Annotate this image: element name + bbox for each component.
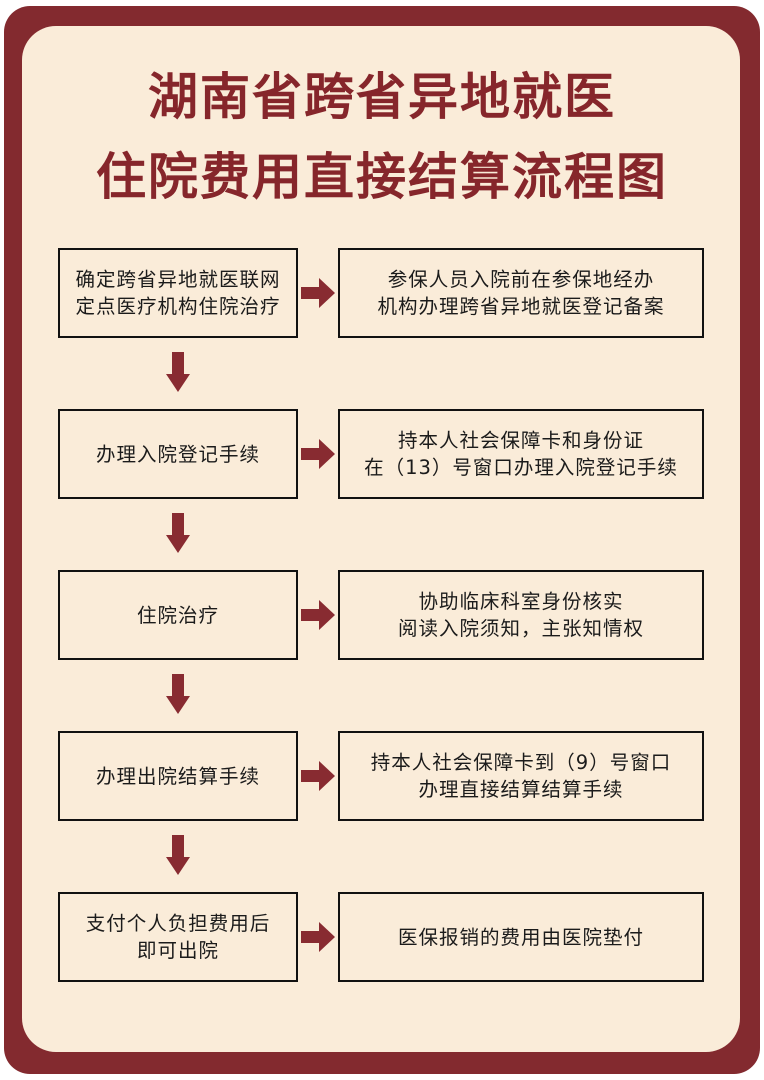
right-arrow-5 <box>301 922 335 952</box>
title-line-1: 湖南省跨省异地就医 <box>148 68 616 126</box>
step-3-box-line: 住院治疗 <box>136 603 219 627</box>
step-4-box-text: 办理出院结算手续 <box>96 763 260 790</box>
step-5-box-text: 支付个人负担费用后即可出院 <box>86 910 271 964</box>
step-4-detail-box: 持本人社会保障卡到（9）号窗口办理直接结算结算手续 <box>338 731 704 821</box>
step-5-detail-box-line: 医保报销的费用由医院垫付 <box>397 925 644 949</box>
step-1-box: 确定跨省异地就医联网定点医疗机构住院治疗 <box>58 248 298 338</box>
step-3-detail-box-text: 协助临床科室身份核实阅读入院须知，主张知情权 <box>398 588 644 642</box>
down-arrow-3 <box>166 674 190 714</box>
step-4-detail-box-line: 持本人社会保障卡到（9）号窗口 <box>370 751 672 774</box>
down-arrow-2 <box>166 513 190 553</box>
step-2-detail-box: 持本人社会保障卡和身份证在（13）号窗口办理入院登记手续 <box>338 409 704 499</box>
step-4-detail-box-text: 持本人社会保障卡到（9）号窗口办理直接结算结算手续 <box>371 749 671 803</box>
step-3-detail-box-line: 阅读入院须知，主张知情权 <box>397 617 644 640</box>
step-5-box: 支付个人负担费用后即可出院 <box>58 892 298 982</box>
step-5-detail-box-text: 医保报销的费用由医院垫付 <box>398 924 644 951</box>
step-5-detail-box: 医保报销的费用由医院垫付 <box>338 892 704 982</box>
title-line-2: 住院费用直接结算流程图 <box>96 148 668 206</box>
step-1-detail-box-text: 参保人员入院前在参保地经办机构办理跨省异地就医登记备案 <box>377 266 664 320</box>
step-2-box-text: 办理入院登记手续 <box>96 441 260 468</box>
right-arrow-2 <box>301 439 335 469</box>
step-2-detail-box-text: 持本人社会保障卡和身份证在（13）号窗口办理入院登记手续 <box>364 427 678 481</box>
step-1-detail-box: 参保人员入院前在参保地经办机构办理跨省异地就医登记备案 <box>338 248 704 338</box>
down-arrow-4 <box>166 835 190 875</box>
right-arrow-1 <box>301 278 335 308</box>
step-4-detail-box-line: 办理直接结算结算手续 <box>418 778 624 801</box>
step-2-detail-box-line: 持本人社会保障卡和身份证 <box>397 429 644 452</box>
step-1-detail-box-line: 机构办理跨省异地就医登记备案 <box>377 295 665 318</box>
down-arrow-1 <box>166 352 190 392</box>
step-1-box-line: 确定跨省异地就医联网 <box>75 268 281 291</box>
step-1-box-line: 定点医疗机构住院治疗 <box>75 295 281 318</box>
step-3-detail-box-line: 协助临床科室身份核实 <box>418 590 624 613</box>
step-3-box-text: 住院治疗 <box>137 602 219 629</box>
step-1-detail-box-line: 参保人员入院前在参保地经办 <box>387 268 655 291</box>
right-arrow-3 <box>301 600 335 630</box>
step-5-box-line: 即可出院 <box>136 939 219 962</box>
step-1-box-text: 确定跨省异地就医联网定点医疗机构住院治疗 <box>75 266 280 320</box>
right-arrow-4 <box>301 761 335 791</box>
step-4-box: 办理出院结算手续 <box>58 731 298 821</box>
step-4-box-line: 办理出院结算手续 <box>95 764 260 788</box>
step-5-box-line: 支付个人负担费用后 <box>85 912 271 935</box>
content-panel <box>22 26 740 1052</box>
step-3-detail-box: 协助临床科室身份核实阅读入院须知，主张知情权 <box>338 570 704 660</box>
step-2-detail-box-line: 在（13）号窗口办理入院登记手续 <box>364 456 678 479</box>
step-2-box: 办理入院登记手续 <box>58 409 298 499</box>
step-2-box-line: 办理入院登记手续 <box>95 442 260 466</box>
step-3-box: 住院治疗 <box>58 570 298 660</box>
